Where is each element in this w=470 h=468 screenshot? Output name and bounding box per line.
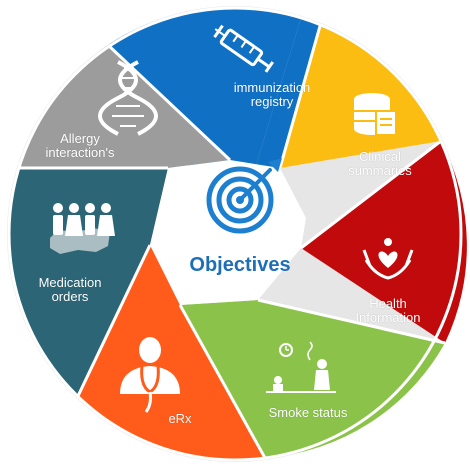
label-clinical-summaries: Clinical summaries	[340, 150, 420, 178]
target-icon	[206, 158, 282, 234]
syringe-icon	[213, 24, 274, 73]
label-line: orders	[51, 289, 89, 304]
label-line: registry	[250, 94, 294, 109]
label-line: Medication	[38, 275, 102, 290]
segment-separators	[20, 25, 446, 459]
label-line: Smoke status	[268, 405, 348, 420]
center-title: Objectives	[189, 254, 291, 276]
label-line: interaction's	[45, 145, 115, 160]
family-smoking-icon	[266, 341, 336, 393]
label-health-information: Health Information	[345, 297, 431, 325]
segment-health-information	[301, 141, 467, 343]
label-allergy-interactions: Allergy interaction's	[32, 132, 128, 160]
label-line: immunization	[233, 80, 311, 95]
people-map-icon	[50, 203, 115, 254]
label-line: Health	[369, 296, 407, 311]
label-line: eRx	[168, 411, 192, 426]
segment-medication-orders	[10, 168, 169, 396]
label-immunization-registry: immunization registry	[222, 81, 322, 109]
center-hub	[150, 160, 306, 305]
segment-smoke-status	[180, 300, 445, 458]
doctor-stethoscope-icon	[120, 337, 180, 413]
label-smoke-status: Smoke status	[258, 406, 358, 420]
label-erx: eRx	[160, 412, 200, 426]
label-line: Allergy	[60, 131, 100, 146]
label-line: Information	[355, 310, 421, 325]
dna-icon	[98, 60, 158, 136]
wheel-rim	[7, 6, 463, 462]
label-line: summaries	[348, 163, 412, 178]
label-line: Clinical	[359, 149, 401, 164]
document-stack-icon	[354, 93, 397, 136]
hands-heart-icon	[362, 238, 414, 280]
label-medication-orders: Medication orders	[28, 276, 112, 304]
